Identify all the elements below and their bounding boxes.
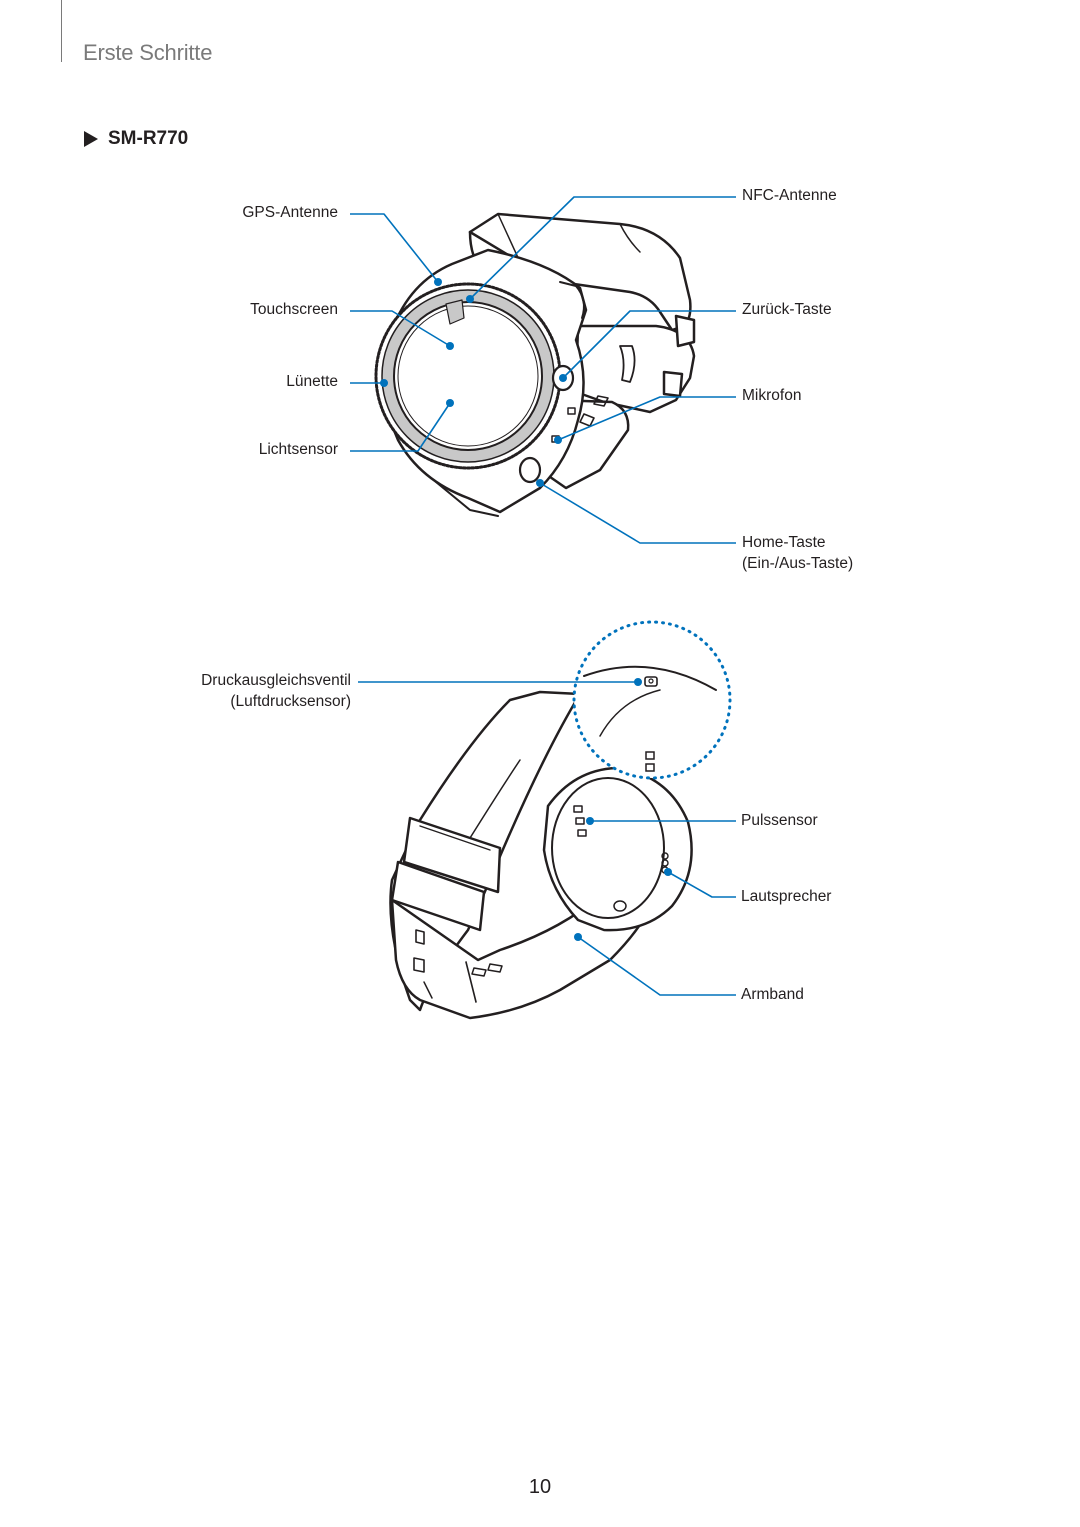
label-home-key-subtitle: (Ein-/Aus-Taste) — [742, 555, 854, 572]
label-heart-rate-sensor: Pulssensor — [741, 812, 818, 829]
label-touchscreen: Touchscreen — [250, 301, 338, 318]
section-title: Erste Schritte — [83, 40, 213, 65]
header-rule — [61, 0, 62, 62]
callout-lines — [350, 196, 736, 996]
label-light-sensor: Lichtsensor — [258, 441, 338, 458]
label-nfc-antenna: NFC-Antenne — [742, 187, 837, 204]
page-number: 10 — [528, 1476, 552, 1498]
callout-dots — [380, 278, 672, 941]
watch-front-illustration — [374, 212, 696, 517]
label-microphone: Mikrofon — [742, 387, 802, 404]
label-strap: Armband — [741, 986, 804, 1003]
model-name: SM-R770 — [108, 128, 189, 149]
model-heading: SM-R770 — [84, 128, 188, 150]
triangle-bullet-icon — [84, 131, 98, 147]
label-bezel: Lünette — [286, 373, 338, 390]
label-gps-antenna: GPS-Antenne — [242, 204, 338, 221]
watch-back-illustration — [389, 690, 693, 1020]
pressure-vent-zoom-illustration — [572, 620, 732, 780]
label-speaker: Lautsprecher — [741, 888, 832, 905]
label-home-key: Home-Taste — [742, 534, 826, 551]
label-pressure-vent: Druckausgleichsventil — [201, 672, 351, 689]
label-back-key: Zurück-Taste — [742, 301, 832, 318]
label-pressure-vent-subtitle: (Luftdrucksensor) — [230, 693, 351, 710]
